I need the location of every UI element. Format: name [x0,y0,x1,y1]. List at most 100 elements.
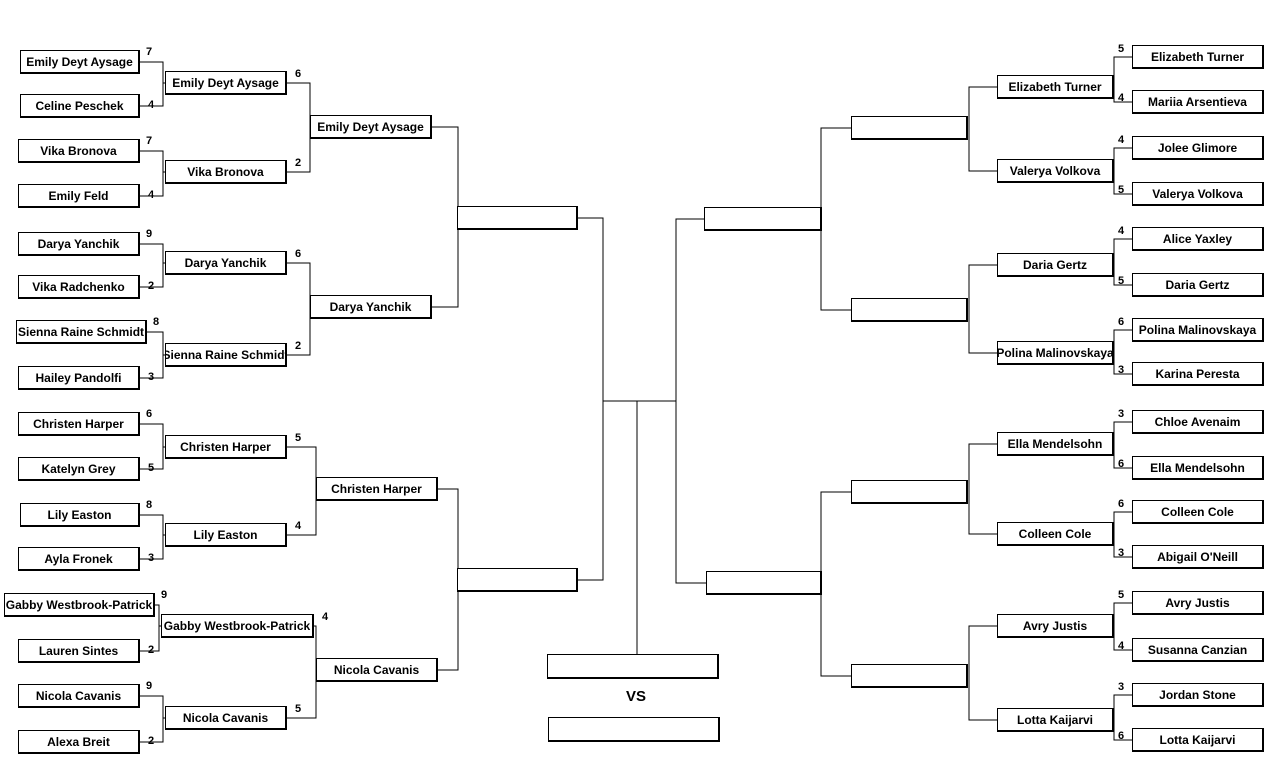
match-score: 3 [1118,408,1125,420]
player-box: Elizabeth Turner [1132,45,1264,69]
player-box: Nicola Cavanis [165,706,287,730]
player-box: Daria Gertz [997,253,1114,277]
match-score: 5 [1118,275,1125,287]
player-box: Katelyn Grey [18,457,140,481]
match-score: 5 [1118,589,1125,601]
player-box: Christen Harper [165,435,287,459]
player-box: Jolee Glimore [1132,136,1264,160]
player-box: Hailey Pandolfi [18,366,140,390]
match-score: 8 [146,499,153,511]
player-box: Abigail O'Neill [1132,545,1264,569]
bracket-line [140,604,160,652]
player-box: Ella Mendelsohn [997,432,1114,456]
player-box: Nicola Cavanis [18,684,140,708]
match-score: 6 [295,68,302,80]
player-box: Colleen Cole [1132,500,1264,524]
player-box: Gabby Westbrook-Patrick [161,614,314,638]
player-box: Avry Justis [997,614,1114,638]
bracket-line [438,488,459,671]
player-box: Alice Yaxley [1132,227,1264,251]
match-score: 2 [148,735,155,747]
player-box: Emily Feld [18,184,140,208]
player-box: Lauren Sintes [18,639,140,663]
match-score: 4 [148,99,155,111]
match-score: 4 [322,611,329,623]
player-box: Vika Radchenko [18,275,140,299]
player-box: Mariia Arsentieva [1132,90,1264,114]
player-box: Jordan Stone [1132,683,1264,707]
player-box: Susanna Canzian [1132,638,1264,662]
player-box: Avry Justis [1132,591,1264,615]
player-box: Daria Gertz [1132,273,1264,297]
match-score: 9 [161,589,168,601]
match-score: 4 [1118,225,1125,237]
match-score: 4 [1118,134,1125,146]
player-box: Valerya Volkova [997,159,1114,183]
vs-label: VS [626,688,647,705]
match-score: 2 [148,280,155,292]
bracket-line [1113,147,1132,195]
match-score: 3 [148,552,155,564]
player-box: Darya Yanchik [310,295,432,319]
match-score: 3 [1118,547,1125,559]
bracket-line [968,86,997,172]
empty-slot-box [851,664,968,688]
bracket-line [140,61,164,107]
bracket-line [1113,56,1132,103]
empty-slot-box [706,571,822,595]
player-box: Lily Easton [165,523,287,547]
player-box: Christen Harper [18,412,140,436]
empty-slot-box [457,206,578,230]
bracket-line [1113,421,1132,469]
match-score: 2 [295,340,302,352]
bracket-line [287,625,317,719]
player-box: Lotta Kaijarvi [1132,728,1264,752]
match-score: 7 [146,46,153,58]
match-score: 4 [1118,640,1125,652]
player-box: Vika Bronova [18,139,140,163]
match-score: 8 [153,316,160,328]
bracket-line [675,218,706,584]
match-score: 6 [1118,730,1125,742]
bracket-line [968,264,997,354]
bracket-line [432,126,459,308]
match-score: 6 [146,408,153,420]
player-box: Ella Mendelsohn [1132,456,1264,480]
bracket-line [968,625,997,721]
final-slot-box [547,654,719,679]
match-score: 5 [148,462,155,474]
match-score: 6 [1118,316,1125,328]
empty-slot-box [457,568,578,592]
player-box: Lily Easton [20,503,140,527]
player-box: Gabby Westbrook-Patrick [4,593,155,617]
bracket-line [140,695,164,743]
player-box: Polina Malinovskaya [997,341,1114,365]
match-score: 6 [295,248,302,260]
match-score: 2 [295,157,302,169]
match-score: 5 [1118,43,1125,55]
player-box: Karina Peresta [1132,362,1264,386]
player-box: Darya Yanchik [18,232,140,256]
match-score: 3 [148,371,155,383]
match-score: 7 [146,135,153,147]
player-box: Elizabeth Turner [997,75,1114,99]
match-score: 3 [1118,364,1125,376]
match-score: 9 [146,680,153,692]
empty-slot-box [851,116,968,140]
match-score: 5 [295,432,302,444]
bracket-line [1113,511,1132,558]
player-box: Emily Deyt Aysage [165,71,287,95]
player-box: Celine Peschek [20,94,140,118]
empty-slot-box [851,298,968,322]
empty-slot-box [851,480,968,504]
player-box: Ayla Fronek [18,547,140,571]
bracket-line [968,443,997,535]
player-box: Emily Deyt Aysage [310,115,432,139]
player-box: Sienna Raine Schmidt [16,320,147,344]
bracket-line [1113,694,1132,741]
match-score: 6 [1118,498,1125,510]
empty-slot-box [704,207,822,231]
player-box: Darya Yanchik [165,251,287,275]
player-box: Sienna Raine Schmidt [165,343,287,367]
bracket-line [1113,602,1132,651]
